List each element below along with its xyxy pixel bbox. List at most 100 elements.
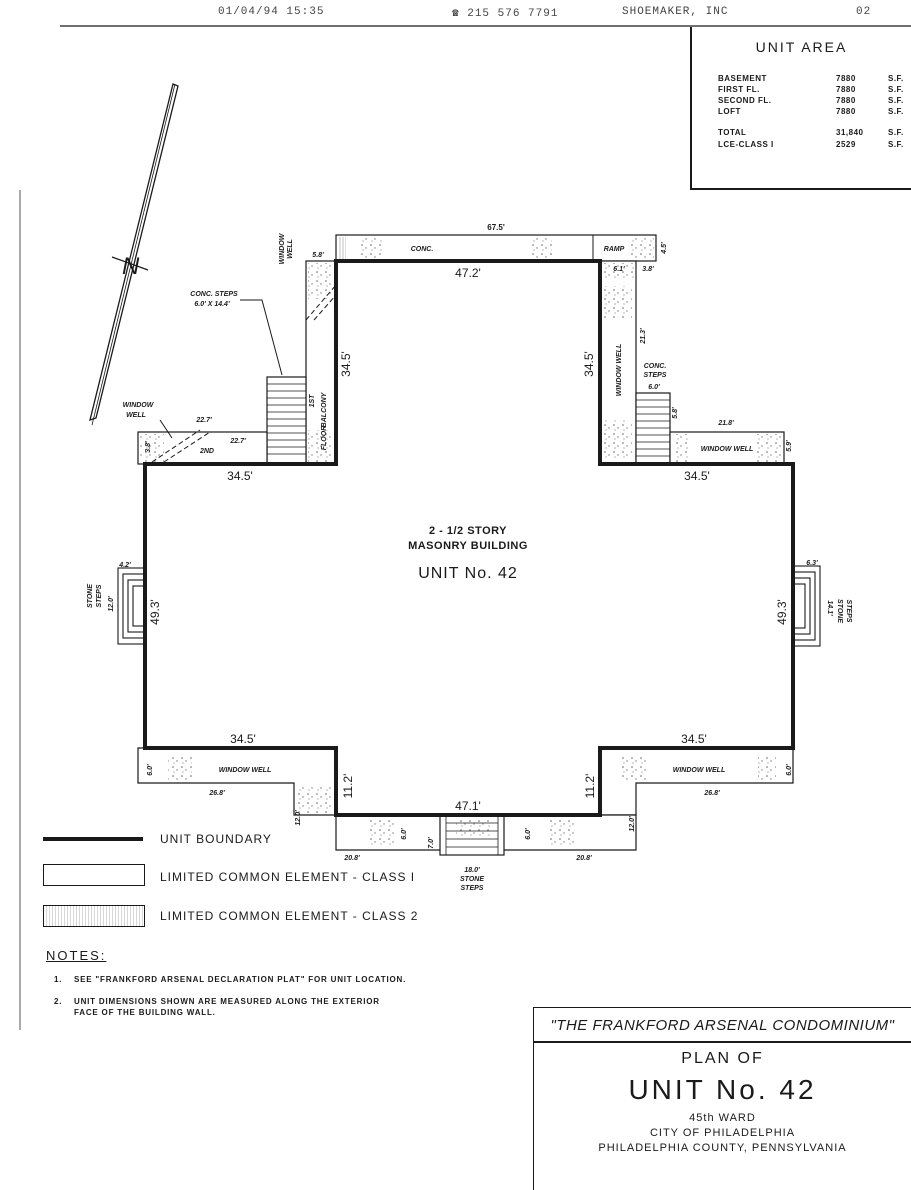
ua-row: BASEMENT 7880 S.F.	[718, 74, 905, 84]
label-conc: CONC.	[411, 246, 434, 253]
ua-row: LOFT 7880 S.F.	[718, 107, 905, 117]
dim-left-side: 49.3'	[148, 599, 162, 625]
ua-unit: S.F.	[888, 96, 904, 105]
label-ww-nw-1: WINDOW	[123, 402, 155, 409]
ua-row: TOTAL 31,840 S.F.	[718, 128, 905, 138]
ua-label: TOTAL	[718, 128, 747, 137]
dim-w18: 12.0'	[295, 810, 302, 826]
note-1-number: 1.	[54, 975, 63, 984]
title-block: "THE FRANKFORD ARSENAL CONDOMINIUM" PLAN…	[533, 1007, 911, 1190]
dim-w13: 12.0'	[108, 596, 115, 612]
dim-w14: 6.3'	[806, 560, 818, 567]
dim-w3: 3.8'	[642, 266, 654, 273]
ua-value: 2529	[836, 140, 856, 149]
dim-w28: 6.0'	[648, 384, 660, 391]
dim-w1: 5.8'	[312, 252, 324, 259]
fax-datetime: 01/04/94 15:35	[218, 6, 325, 18]
ua-unit: S.F.	[888, 85, 904, 94]
ua-value: 7880	[836, 107, 856, 116]
fax-phone: ☎ 215 576 7791	[452, 8, 559, 20]
legend-class2-swatch	[43, 905, 145, 927]
east-stone-steps	[792, 565, 821, 647]
dim-w4: 4.5'	[661, 242, 668, 255]
ua-label: LOFT	[718, 107, 741, 116]
dim-w26: 6.0'	[786, 764, 793, 776]
county-label: PHILADELPHIA COUNTY, PENNSYLVANIA	[598, 1142, 847, 1154]
dim-w25: 26.8'	[703, 790, 720, 797]
dim-left-wing-top: 34.5'	[227, 469, 253, 483]
label-window-well-sw: WINDOW WELL	[219, 767, 272, 774]
dim-north-right-h: 34.5'	[582, 351, 596, 377]
ua-label: SECOND FL.	[718, 96, 772, 105]
label-window-well-e: WINDOW WELL	[616, 344, 623, 397]
ua-label: BASEMENT	[718, 74, 767, 83]
building-line-2: MASONRY BUILDING	[408, 540, 528, 552]
dim-w22: 6.0'	[525, 828, 532, 840]
ua-unit: S.F.	[888, 107, 904, 116]
plan-of-label: PLAN OF	[681, 1050, 764, 1067]
dim-right-wing-bottom: 34.5'	[681, 732, 707, 746]
west-stone-steps	[117, 567, 146, 645]
dim-w20: 6.0'	[401, 828, 408, 840]
dim-right-wing-top: 34.5'	[684, 469, 710, 483]
dim-bottom-inner: 47.1'	[455, 799, 481, 813]
dim-left-wing-bottom: 34.5'	[230, 732, 256, 746]
unit-area-title: UNIT AREA	[755, 39, 848, 55]
note-2-line-2: FACE OF THE BUILDING WALL.	[74, 1008, 216, 1017]
dim-right-side: 49.3'	[775, 599, 789, 625]
ua-label: LCE-CLASS I	[718, 140, 774, 149]
ua-unit: S.F.	[888, 128, 904, 137]
ua-unit: S.F.	[888, 140, 904, 149]
note-1: SEE "FRANKFORD ARSENAL DECLARATION PLAT"…	[74, 975, 407, 984]
building-line-1: 2 - 1/2 STORY	[429, 525, 507, 537]
legend-class1-label: LIMITED COMMON ELEMENT - CLASS I	[160, 870, 416, 884]
ua-value: 7880	[836, 74, 856, 83]
label-stone-e: STONE	[836, 599, 843, 623]
dim-w10: 3.8'	[145, 441, 152, 453]
note-2-number: 2.	[54, 997, 63, 1006]
ua-row: LCE-CLASS I 2529 S.F.	[718, 140, 905, 150]
dim-w9: 22.7'	[195, 417, 212, 424]
ua-value: 31,840	[836, 128, 864, 137]
city-label: CITY OF PHILADELPHIA	[649, 1127, 796, 1139]
dim-w15: 14.1'	[826, 600, 833, 616]
legend-class1-swatch	[43, 864, 145, 886]
note-2-line-1: UNIT DIMENSIONS SHOWN ARE MEASURED ALONG…	[74, 997, 380, 1006]
dim-w24: 12.0'	[629, 816, 636, 832]
label-stone-s: STONE	[460, 876, 484, 883]
dim-w17: 26.8'	[208, 790, 225, 797]
dim-south-right-h: 11.2'	[583, 774, 597, 799]
label-conc-steps: CONC. STEPS	[190, 291, 238, 298]
legend-boundary-swatch	[43, 837, 143, 841]
label-window-well-se: WINDOW WELL	[673, 767, 726, 774]
ward-label: 45th WARD	[689, 1112, 756, 1124]
dim-top-inner: 47.2'	[455, 266, 481, 280]
ua-row: FIRST FL. 7880 S.F.	[718, 85, 905, 95]
label-ww-nw-2: WELL	[126, 412, 146, 419]
label-ww-top-1: WINDOW	[279, 232, 286, 264]
conc-steps-left	[266, 376, 307, 465]
dim-w23: 20.8'	[575, 855, 592, 862]
label-conc-steps-r2: STEPS	[644, 372, 667, 379]
ua-label: FIRST FL.	[718, 85, 760, 94]
label-balcony: BALCONY	[321, 391, 328, 427]
label-steps-w: STEPS	[96, 584, 103, 607]
notes-heading: NOTES:	[46, 948, 107, 963]
legend-boundary-label: UNIT BOUNDARY	[160, 832, 272, 846]
ua-row: SECOND FL. 7880 S.F.	[718, 96, 905, 106]
dim-w7: 21.8'	[717, 420, 734, 427]
north-arrow-icon: N	[89, 83, 179, 426]
conc-steps-right	[635, 392, 671, 465]
unit-label: UNIT No. 42	[418, 565, 518, 582]
unit-boundary	[143, 259, 795, 817]
dim-w2: 6.1'	[613, 266, 625, 273]
north-label: N	[122, 253, 140, 280]
dim-w6: 5.8'	[672, 407, 679, 419]
fax-sender: SHOEMAKER, INC	[622, 6, 729, 18]
label-second: 2ND	[199, 448, 214, 455]
label-steps-e: STEPS	[845, 600, 852, 623]
dim-north-left-h: 34.5'	[339, 351, 353, 377]
dim-w5: 21.3'	[640, 328, 647, 345]
dim-w16: 6.0'	[147, 764, 154, 776]
